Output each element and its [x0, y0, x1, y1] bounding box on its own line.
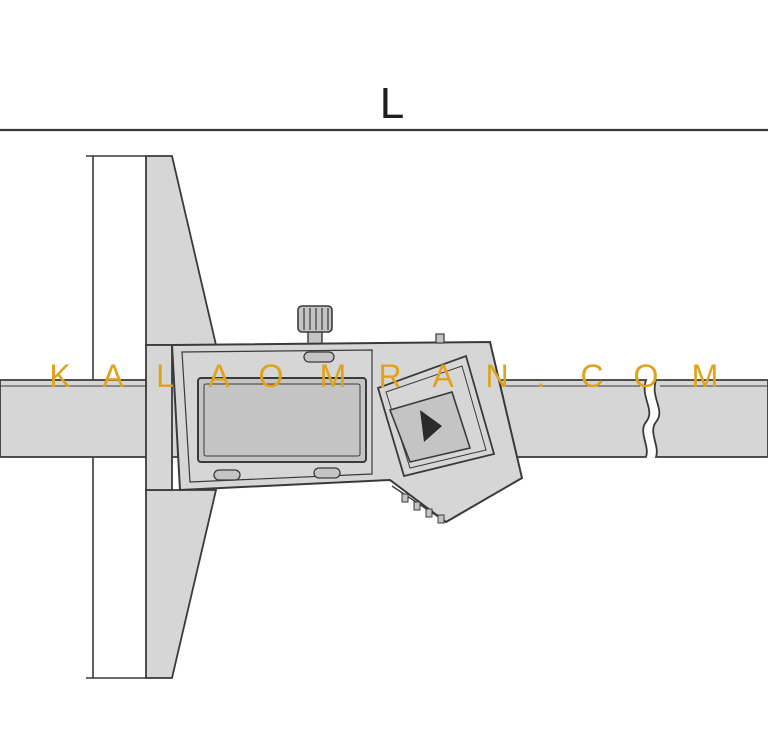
watermark-letter: L: [156, 358, 174, 394]
thumb-wheel-knob: [297, 305, 333, 333]
bottom-slot-left: [213, 469, 241, 481]
base-stem: [145, 344, 173, 491]
play-triangle-icon: [420, 410, 442, 442]
base-lower-wing: [145, 489, 218, 679]
watermark-letter: .: [537, 358, 546, 394]
depth-base: [145, 155, 218, 679]
play-button[interactable]: [388, 391, 472, 463]
watermark-letter: M: [320, 358, 347, 394]
watermark-letter: O: [634, 358, 659, 394]
watermark-letter: K: [49, 358, 70, 394]
watermark-letter: M: [692, 358, 719, 394]
thumb-wheel[interactable]: [297, 305, 333, 345]
bottom-slot-right: [313, 467, 341, 479]
digital-head: [170, 333, 524, 524]
length-label: L: [380, 79, 404, 128]
watermark-letter: A: [102, 358, 124, 394]
watermark-letter: R: [378, 358, 401, 394]
length-dimension: L: [0, 79, 768, 132]
lcd-display-inner: [203, 383, 361, 457]
base-upper-wing: [145, 155, 218, 346]
top-slot: [303, 351, 335, 363]
head-inner-outline: [181, 349, 373, 483]
lcd-display: [197, 377, 367, 463]
watermark-letter: A: [208, 358, 230, 394]
watermark-letter: A: [432, 358, 454, 394]
watermark-letter: C: [580, 358, 603, 394]
thumb-grip: [391, 485, 447, 524]
watermark-letter: O: [259, 358, 284, 394]
watermark: K A L A O M R A N . C O M: [49, 358, 718, 394]
head-top-pin: [435, 333, 445, 344]
watermark-letter: N: [485, 358, 508, 394]
beam-right-section: [652, 379, 768, 458]
